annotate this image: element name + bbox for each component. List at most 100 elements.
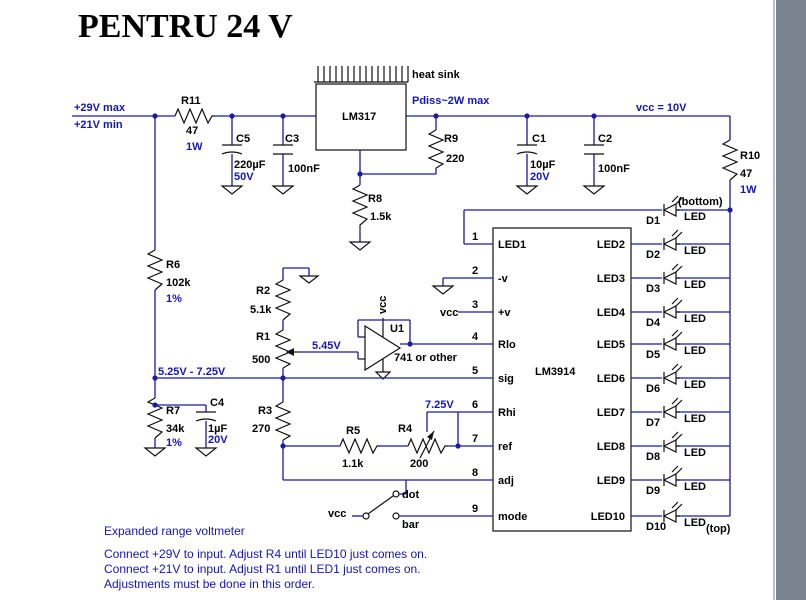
pin-name: +v bbox=[498, 307, 511, 319]
component-label: 34k bbox=[166, 423, 185, 435]
component-label: R6 bbox=[166, 259, 180, 271]
diode-label: LED bbox=[684, 379, 706, 391]
component-label: C1 bbox=[532, 133, 546, 145]
junctions bbox=[152, 113, 733, 449]
diode-label: LED bbox=[684, 481, 706, 493]
pin-name: LED1 bbox=[498, 239, 526, 251]
diode-name: D4 bbox=[646, 317, 661, 329]
control-wires bbox=[154, 180, 731, 517]
component-label: R5 bbox=[346, 425, 360, 437]
pin-name: LED6 bbox=[597, 373, 625, 385]
component-label: C2 bbox=[598, 133, 612, 145]
ic-pins: 1LED12-v3+v4Rlo5sig6Rhi7ref8adj9modeLED2… bbox=[472, 231, 626, 523]
component-label: 220µF bbox=[234, 159, 266, 171]
diode-name: D6 bbox=[646, 383, 660, 395]
page-title: PENTRU 24 V bbox=[78, 8, 293, 45]
notes: Expanded range voltmeter Connect +29V to… bbox=[104, 524, 427, 592]
pin-name: LED10 bbox=[591, 511, 625, 523]
vsig-label: 5.25V - 7.25V bbox=[158, 366, 226, 378]
pin3-vcc-label: vcc bbox=[440, 307, 458, 319]
diode-label: LED bbox=[684, 279, 706, 291]
component-label: 100nF bbox=[288, 163, 320, 175]
pin-name: LED2 bbox=[597, 239, 625, 251]
component-label: 20V bbox=[208, 434, 228, 446]
component-label: C5 bbox=[236, 133, 250, 145]
window-scrollbar-area[interactable] bbox=[776, 0, 806, 600]
component-label: 1% bbox=[166, 437, 182, 449]
pin-name: adj bbox=[498, 475, 514, 487]
pin-number: 9 bbox=[472, 503, 478, 515]
pin-name: LED9 bbox=[597, 475, 625, 487]
pdiss-label: Pdiss~2W max bbox=[412, 95, 490, 107]
note-title: Expanded range voltmeter bbox=[104, 524, 245, 538]
pin-number: 8 bbox=[472, 467, 478, 479]
component-label: 1W bbox=[186, 141, 203, 153]
diode-name: D8 bbox=[646, 451, 660, 463]
pin-name: LED5 bbox=[597, 339, 625, 351]
lm317-label: LM317 bbox=[342, 111, 376, 123]
opamp-label: 741 or other bbox=[394, 352, 458, 364]
pin-number: 5 bbox=[472, 365, 478, 377]
input-max-label: +29V max bbox=[74, 102, 126, 114]
pin-name: Rlo bbox=[498, 339, 516, 351]
component-label: 50V bbox=[234, 171, 254, 183]
pin-number: 2 bbox=[472, 265, 478, 277]
led-diode: D4 LED bbox=[631, 297, 730, 329]
diode-label: LED bbox=[684, 313, 706, 325]
diode-label: LED bbox=[684, 447, 706, 459]
component-label: 20V bbox=[530, 171, 550, 183]
note-line: Adjustments must be done in this order. bbox=[104, 577, 315, 591]
pin-name: LED4 bbox=[597, 307, 626, 319]
pin-name: -v bbox=[498, 273, 509, 285]
component-label: R10 bbox=[740, 150, 760, 162]
lm3914-label: LM3914 bbox=[535, 366, 576, 378]
component-label: 1.1k bbox=[342, 458, 364, 470]
component-label: R7 bbox=[166, 405, 180, 417]
pin-number: 7 bbox=[472, 433, 478, 445]
component-label: R9 bbox=[444, 133, 458, 145]
component-label: R8 bbox=[368, 193, 382, 205]
switch-vcc-label: vcc bbox=[328, 508, 346, 520]
heat-sink-fins bbox=[317, 66, 409, 82]
component-label: R3 bbox=[258, 405, 272, 417]
component-label: R1 bbox=[256, 331, 270, 343]
switch-bar-label: bar bbox=[402, 519, 420, 531]
pin-name: mode bbox=[498, 511, 527, 523]
pin-number: 4 bbox=[472, 331, 479, 343]
component-label: 270 bbox=[252, 423, 270, 435]
opamp-vcc-label: vcc bbox=[377, 296, 389, 314]
component-label: 1W bbox=[740, 184, 757, 196]
component-label: 47 bbox=[186, 125, 198, 137]
diode-label: LED bbox=[684, 413, 706, 425]
led-diode: D6 LED bbox=[631, 363, 730, 395]
component-label: C4 bbox=[210, 397, 225, 409]
diode-label: LED bbox=[684, 245, 706, 257]
pin-name: LED7 bbox=[597, 407, 625, 419]
diode-label: LED bbox=[684, 345, 706, 357]
component-label: 102k bbox=[166, 277, 191, 289]
pin-name: LED3 bbox=[597, 273, 625, 285]
led-diode: D10 LED bbox=[631, 501, 730, 533]
pin-name: sig bbox=[498, 373, 514, 385]
switch-dot-label: dot bbox=[402, 489, 419, 501]
component-label: 220 bbox=[446, 153, 464, 165]
component-label: R4 bbox=[398, 423, 413, 435]
window-edge bbox=[773, 0, 775, 600]
pin-name: LED8 bbox=[597, 441, 625, 453]
component-label: 1.5k bbox=[370, 211, 392, 223]
top-rail-wires bbox=[72, 115, 731, 250]
component-label: R11 bbox=[181, 95, 201, 107]
diode-name: D1 bbox=[646, 215, 660, 227]
pin-name: ref bbox=[498, 441, 512, 453]
labels: +29V max +21V min heat sink Pdiss~2W max… bbox=[74, 69, 760, 535]
diode-label: LED bbox=[684, 517, 706, 529]
diode-name: D10 bbox=[646, 521, 666, 533]
component-label: 1µF bbox=[208, 423, 227, 435]
